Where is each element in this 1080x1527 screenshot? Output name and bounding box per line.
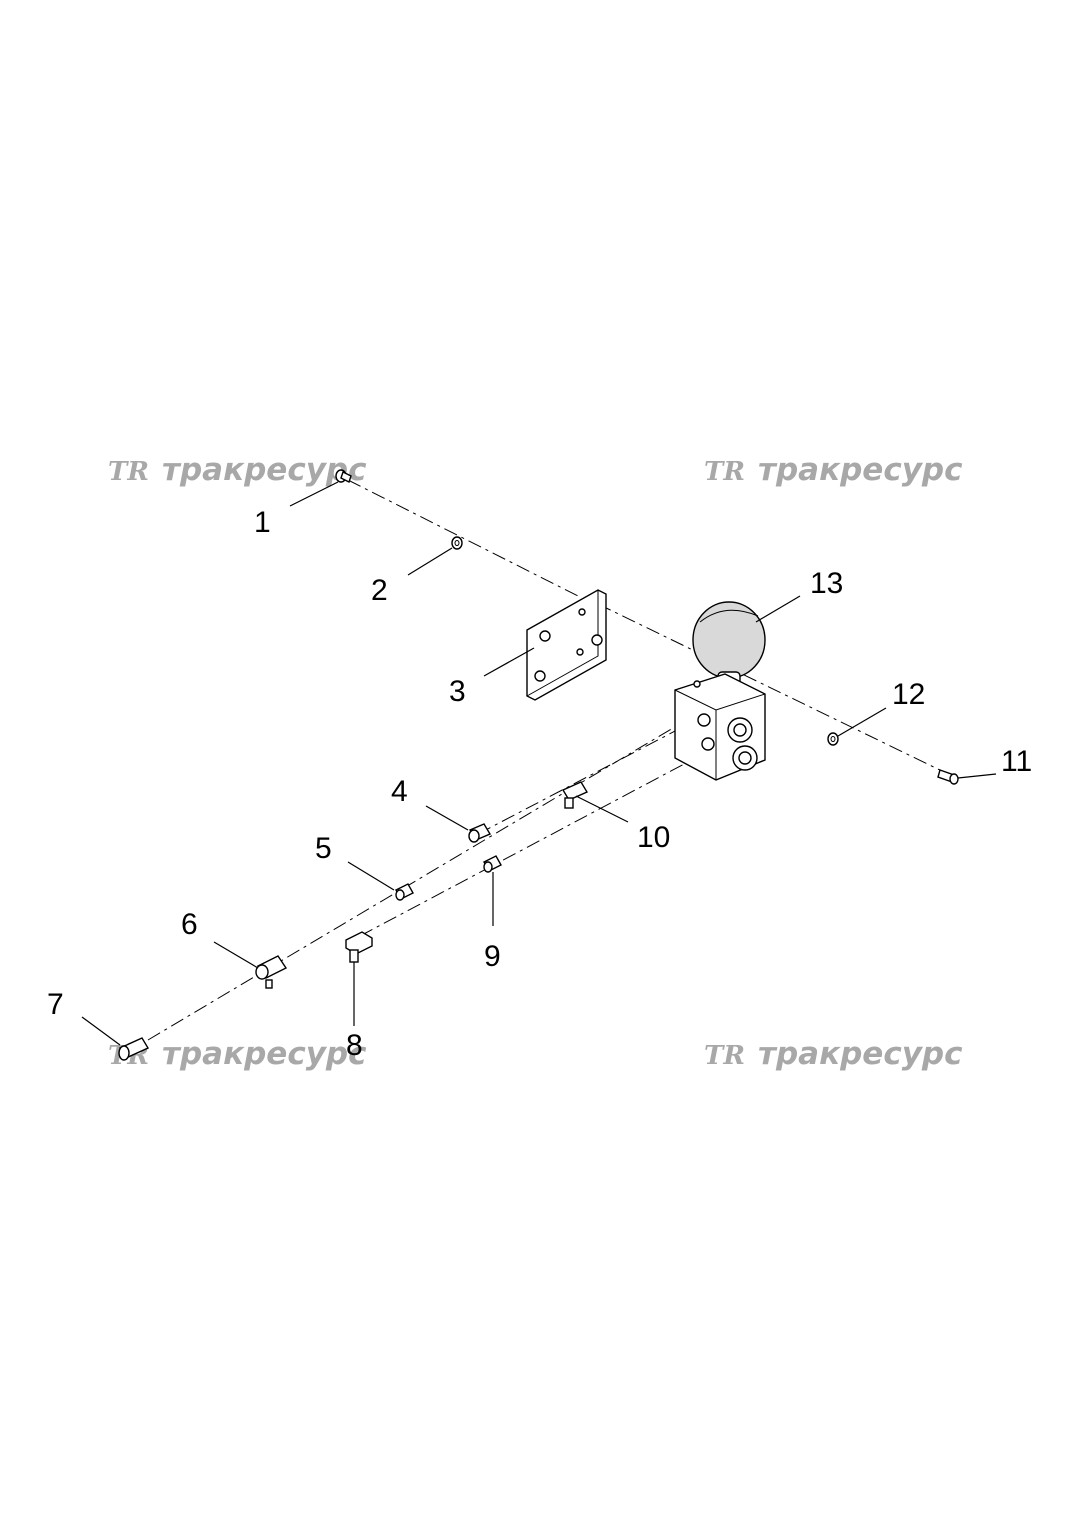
watermark-logo-text: тракресурс xyxy=(758,1036,963,1072)
part-9-adapter xyxy=(483,855,502,873)
callout-7: 7 xyxy=(47,988,64,1021)
watermark-logo-text: тракресурс xyxy=(162,1036,367,1072)
callout-4: 4 xyxy=(391,775,408,808)
callout-3: 3 xyxy=(449,675,466,708)
watermark-logo-mark: TR xyxy=(704,1041,745,1071)
axis-bolt-to-plate xyxy=(347,479,579,597)
watermark-top-left: TR тракресурс xyxy=(108,452,367,488)
assembly-axes xyxy=(147,479,947,1041)
part-8-elbow-fitting xyxy=(345,931,373,963)
watermark-logo-text: тракресурс xyxy=(758,452,963,488)
part-7-plug xyxy=(118,1037,150,1061)
watermark-top-right: TR тракресурс xyxy=(704,452,963,488)
callout-1: 1 xyxy=(254,506,271,539)
leader-3 xyxy=(483,647,535,677)
leader-4 xyxy=(425,805,469,831)
leader-2 xyxy=(407,547,453,576)
part-1-bolt xyxy=(335,469,352,483)
callout-9: 9 xyxy=(484,940,501,973)
callout-11: 11 xyxy=(1001,745,1032,778)
leader-1 xyxy=(289,481,339,507)
part-2-washer xyxy=(451,536,463,550)
watermark-logo-text: тракресурс xyxy=(162,452,367,488)
callout-8: 8 xyxy=(346,1029,363,1062)
part-10-tee-fitting xyxy=(561,781,589,809)
watermark-logo-mark: TR xyxy=(108,457,149,487)
leader-7 xyxy=(81,1016,121,1046)
leader-lines xyxy=(81,481,997,1046)
part-12-washer xyxy=(827,732,839,746)
callout-numbers: 1 2 3 4 5 6 7 8 9 10 11 12 13 xyxy=(47,506,1032,1062)
part-3-mounting-plate xyxy=(526,589,607,701)
callout-10: 10 xyxy=(637,821,670,854)
part-6-fitting xyxy=(255,955,288,989)
leader-13 xyxy=(755,595,801,623)
part-5-adapter xyxy=(395,883,414,901)
watermark-bottom-right: TR тракресурс xyxy=(704,1036,963,1072)
part-4-adapter xyxy=(468,823,492,843)
part-13-valve-block-with-accumulator xyxy=(674,601,766,781)
leader-6 xyxy=(213,941,259,969)
axis-upper-line xyxy=(147,711,701,1041)
watermark-bottom-left: TR тракресурс xyxy=(108,1036,367,1072)
callout-12: 12 xyxy=(892,678,925,711)
leader-10 xyxy=(575,795,629,823)
watermark-logo-mark: TR xyxy=(704,457,745,487)
part-11-bolt xyxy=(937,769,959,785)
callout-6: 6 xyxy=(181,908,198,941)
leader-12 xyxy=(837,707,887,737)
leader-5 xyxy=(347,861,395,891)
axis-lower-line xyxy=(359,744,721,937)
accumulator-sphere xyxy=(692,601,766,679)
leader-11 xyxy=(957,773,997,779)
callout-5: 5 xyxy=(315,832,332,865)
axis-port-4 xyxy=(477,717,701,835)
axis-plate-to-rear-bolt xyxy=(597,603,947,774)
callout-2: 2 xyxy=(371,574,388,607)
callout-13: 13 xyxy=(810,567,843,600)
